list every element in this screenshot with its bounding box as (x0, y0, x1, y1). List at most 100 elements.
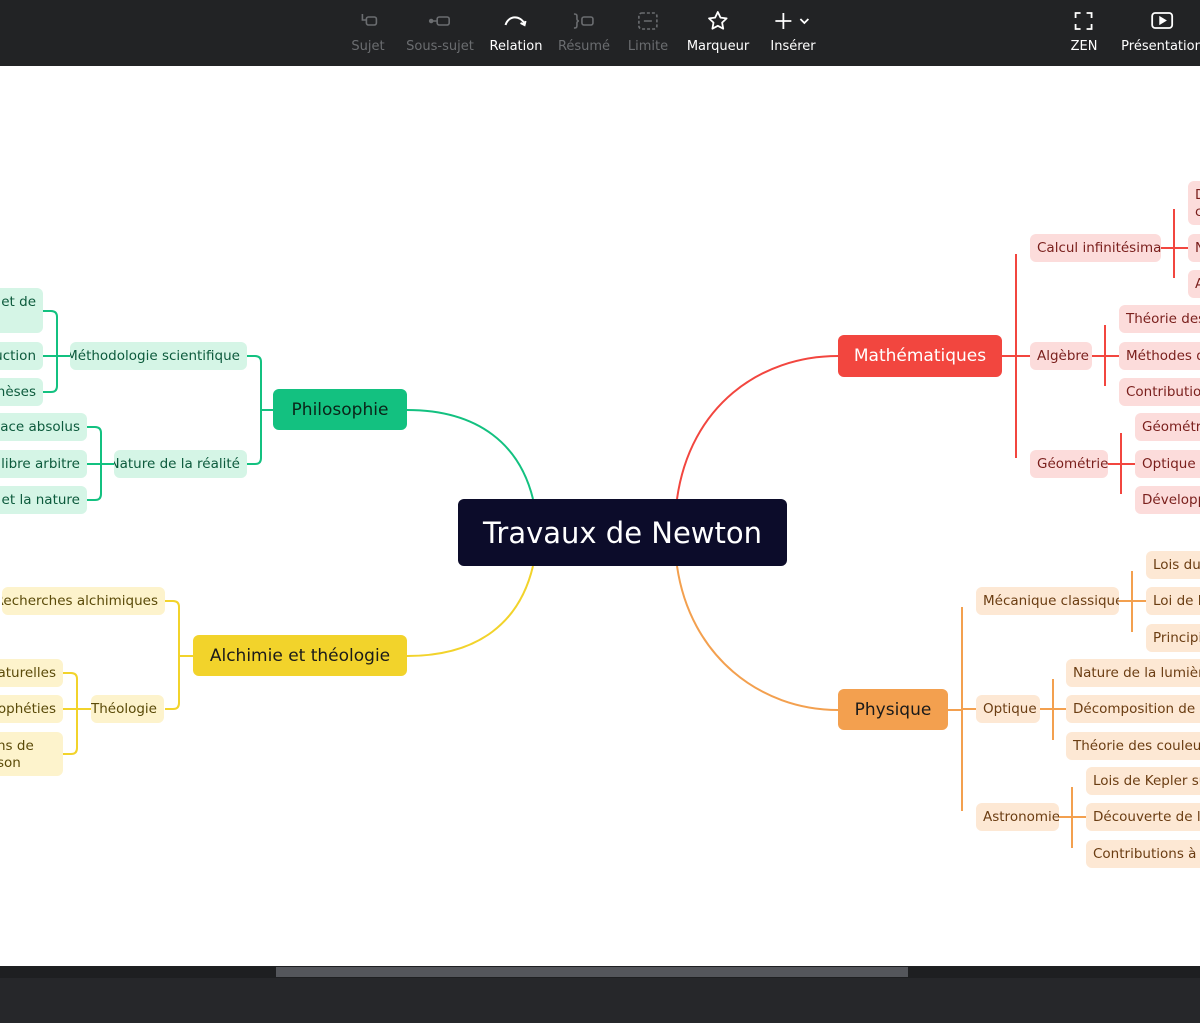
topic-mathematiques[interactable]: Mathématiques (838, 335, 1002, 377)
topic-label: Alchimie et théologie (209, 645, 391, 666)
subtopic-methodologie[interactable]: Méthodologie scientifique (70, 342, 247, 370)
subtopic-mecanique[interactable]: Mécanique classique (976, 587, 1119, 615)
horizontal-scrollbar[interactable] (0, 966, 1200, 978)
leaf-philo-2[interactable]: uction (0, 342, 43, 370)
subtopic-theologie[interactable]: Théologie (91, 695, 164, 723)
boundary-button[interactable]: Limite (628, 8, 668, 60)
subtopic-label: Optique (983, 701, 1037, 717)
leaf-math-2[interactable]: N (1188, 234, 1200, 262)
leaf-phys-7[interactable]: Lois de Kepler su (1086, 767, 1200, 795)
marker-button[interactable]: Marqueur (687, 8, 749, 60)
edge-methodologie-tee (43, 356, 58, 393)
bottom-bar (0, 978, 1200, 1023)
leaf-math-6[interactable]: Contribution (1119, 378, 1200, 406)
edge-root-physique (676, 565, 839, 711)
leaf-label: D c (1195, 187, 1200, 220)
relation-button[interactable]: Relation (490, 8, 542, 60)
leaf-alch-2[interactable]: rophéties (0, 695, 63, 723)
leaf-label: Géométri (1142, 419, 1200, 435)
edge-root-alchimie (406, 565, 534, 657)
topic-philosophie[interactable]: Philosophie (273, 389, 407, 430)
topic-alchimie-theologie[interactable]: Alchimie et théologie (193, 635, 407, 676)
subtopic-label: Géométrie (1037, 456, 1108, 472)
scrollbar-thumb[interactable] (276, 967, 908, 977)
leaf-philo-4[interactable]: pace absolus (0, 413, 87, 441)
boundary-icon (637, 8, 659, 34)
topic-label: Mathématiques (853, 346, 987, 366)
leaf-label: Lois du (1153, 557, 1200, 573)
leaf-phys-9[interactable]: Contributions à la (1086, 840, 1200, 868)
subtopic-label: Nature de la réalité (114, 456, 240, 472)
leaf-alch-1[interactable]: naturelles (0, 659, 63, 687)
subtopic-geometrie[interactable]: Géométrie (1030, 450, 1108, 478)
leaf-math-5[interactable]: Méthodes d (1119, 342, 1200, 370)
edge-alchimie-tee (165, 600, 180, 656)
leaf-phys-5[interactable]: Décomposition de la (1066, 695, 1200, 723)
leaf-alch-3[interactable]: ns de son (0, 732, 63, 776)
zen-button[interactable]: ZEN (1070, 8, 1098, 60)
presentation-button[interactable]: Présentation (1121, 8, 1200, 60)
topic-label: Sujet (351, 39, 385, 54)
leaf-label: A (1195, 276, 1200, 292)
subtopic-button[interactable]: Sous-sujet (406, 8, 474, 60)
leaf-math-1[interactable]: D c (1188, 181, 1200, 225)
subtopic-recherches-alchimiques[interactable]: Recherches alchimiques (2, 587, 165, 615)
topic-button[interactable]: Sujet (351, 8, 385, 60)
leaf-math-3[interactable]: A (1188, 270, 1200, 298)
summary-button[interactable]: Résumé (558, 8, 610, 60)
edge-root-math (676, 355, 839, 500)
edge-methodologie-tee (43, 310, 58, 356)
edge-theologie-tee (63, 709, 78, 755)
leaf-math-8[interactable]: Optique g (1135, 450, 1200, 478)
subtopic-label: Calcul infinitésimal (1037, 240, 1161, 256)
leaf-label: N (1195, 240, 1200, 256)
chevron-down-icon (799, 18, 809, 25)
subtopic-label: Sous-sujet (406, 39, 474, 54)
leaf-philo-1[interactable]: et de (0, 288, 43, 333)
boundary-label: Limite (627, 39, 669, 54)
leaf-phys-6[interactable]: Théorie des couleurs (1066, 732, 1200, 760)
leaf-label: Théorie des (1126, 311, 1200, 327)
leaf-label: Décomposition de la (1073, 701, 1200, 717)
leaf-label: t libre arbitre (0, 456, 80, 472)
leaf-label: uction (0, 348, 36, 364)
edge-nature-tee (87, 426, 102, 464)
root-topic[interactable]: Travaux de Newton (458, 499, 787, 566)
leaf-label: rophéties (0, 701, 56, 717)
topic-physique[interactable]: Physique (838, 689, 948, 730)
subtopic-nature-realite[interactable]: Nature de la réalité (114, 450, 247, 478)
leaf-philo-6[interactable]: u et la nature (0, 486, 87, 514)
leaf-label: Optique g (1142, 456, 1200, 472)
leaf-phys-2[interactable]: Loi de la (1146, 587, 1200, 615)
leaf-phys-1[interactable]: Lois du (1146, 551, 1200, 579)
leaf-label: Nature de la lumière (1073, 665, 1200, 681)
leaf-math-4[interactable]: Théorie des (1119, 305, 1200, 333)
topic-label: Philosophie (291, 399, 389, 420)
leaf-phys-4[interactable]: Nature de la lumière (1066, 659, 1200, 687)
leaf-label: thèses (0, 384, 36, 400)
subtopic-astronomie[interactable]: Astronomie (976, 803, 1059, 831)
zen-label: ZEN (1070, 39, 1098, 54)
leaf-math-9[interactable]: Développ (1135, 486, 1200, 514)
mindmap-canvas[interactable]: Travaux de Newton Mathématiques Physique… (0, 66, 1200, 966)
leaf-philo-5[interactable]: t libre arbitre (0, 450, 87, 478)
marker-label: Marqueur (686, 39, 750, 54)
leaf-label: pace absolus (0, 419, 80, 435)
leaf-philo-3[interactable]: thèses (0, 378, 43, 406)
leaf-label: Théorie des couleurs (1073, 738, 1200, 754)
leaf-phys-3[interactable]: Principi (1146, 624, 1200, 652)
leaf-math-7[interactable]: Géométri (1135, 413, 1200, 441)
subtopic-algebre[interactable]: Algèbre (1030, 342, 1092, 370)
leaf-label: Loi de la (1153, 593, 1200, 609)
leaf-label: ns de son (0, 738, 34, 771)
leaf-label: naturelles (0, 665, 56, 681)
subtopic-label: Théologie (91, 701, 157, 717)
edge-philosophie-tee (247, 355, 262, 410)
subtopic-optique[interactable]: Optique (976, 695, 1040, 723)
leaf-label: Lois de Kepler su (1093, 773, 1200, 789)
leaf-label: et de (1, 294, 36, 310)
subtopic-calcul[interactable]: Calcul infinitésimal (1030, 234, 1161, 262)
insert-button[interactable]: Insérer (770, 8, 816, 60)
leaf-phys-8[interactable]: Découverte de la (1086, 803, 1200, 831)
topic-label: Physique (854, 699, 932, 720)
